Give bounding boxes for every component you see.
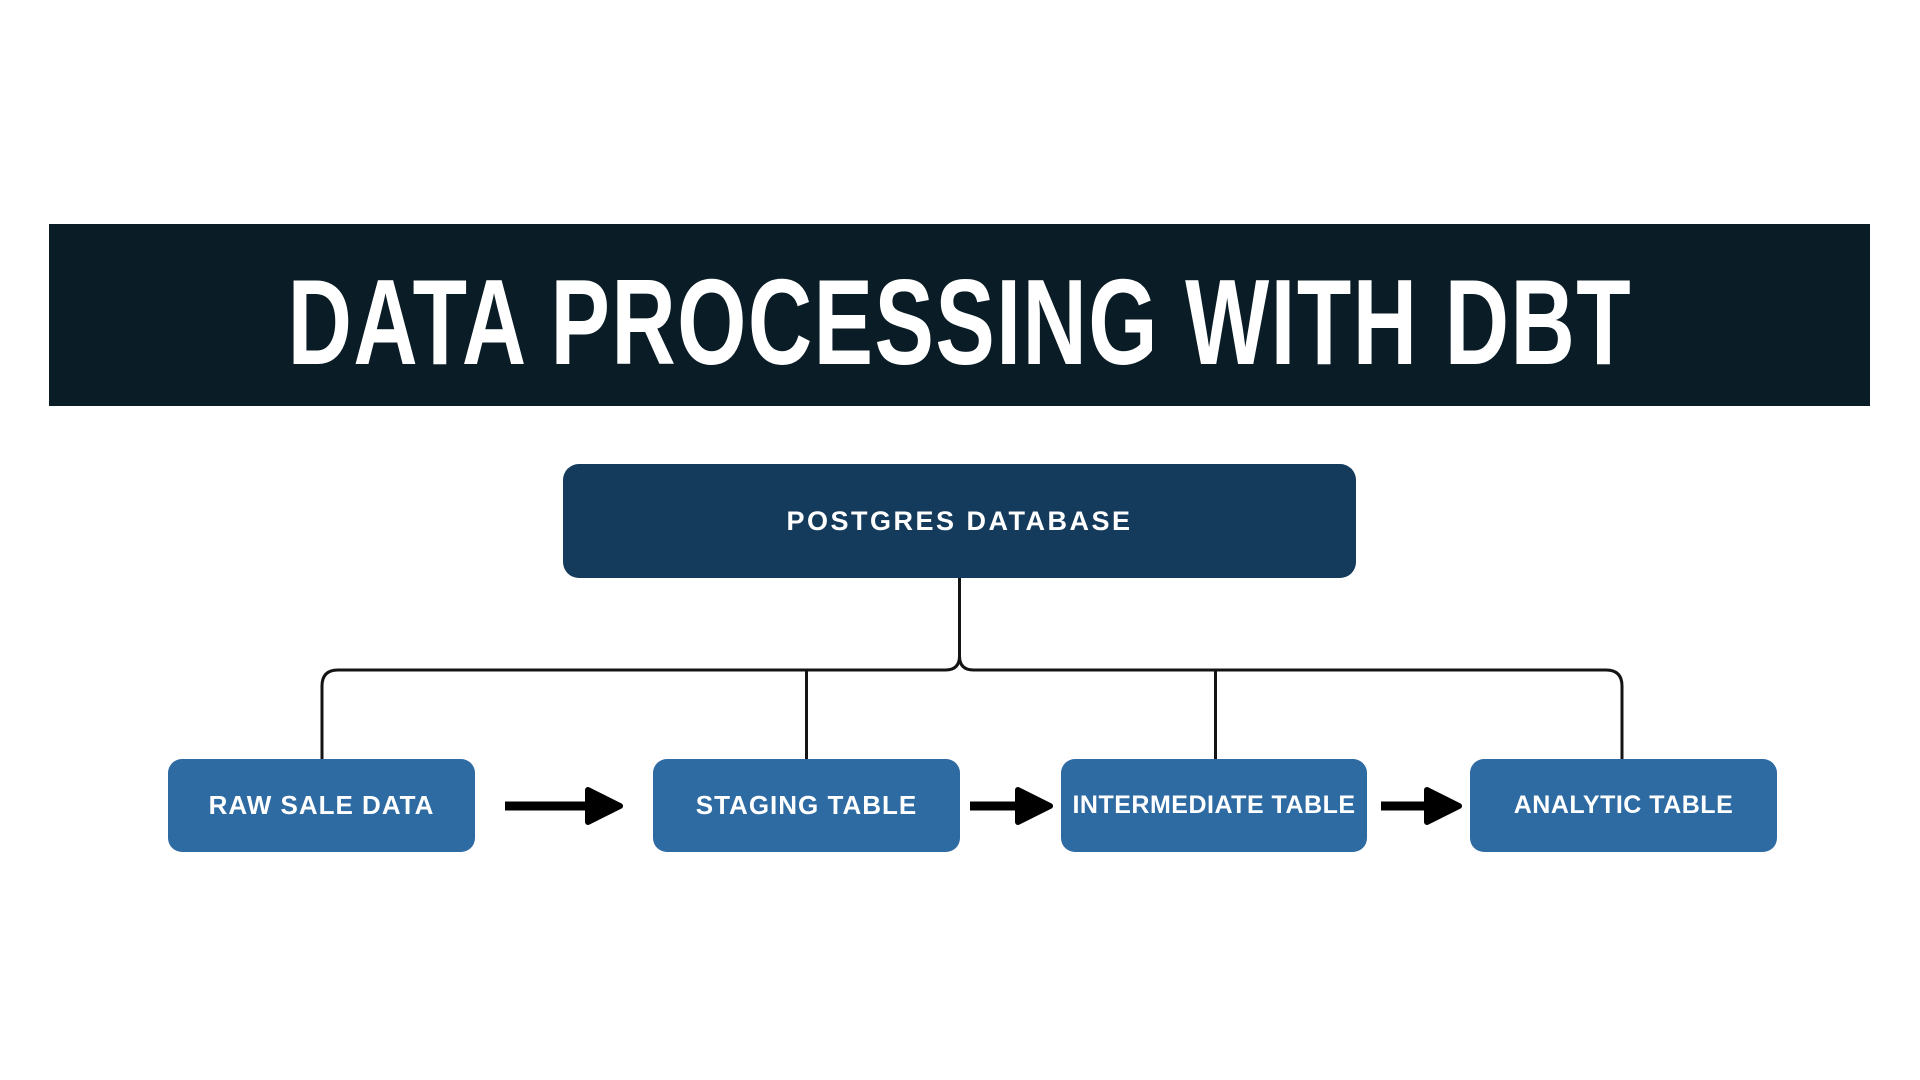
node-label: INTERMEDIATE TABLE [1072,791,1356,819]
right-arrow-icon [1381,787,1462,825]
tree-connectors [320,572,1624,762]
connector-db-to-raw [320,572,961,762]
node-label: STAGING TABLE [695,790,918,820]
node-label: ANALYTIC TABLE [1513,791,1734,819]
node-postgres-database: POSTGRES DATABASE [563,464,1356,578]
right-arrow-icon [970,787,1053,825]
connector-db-to-analytic [958,572,1624,762]
node-intermediate-table: INTERMEDIATE TABLE [1061,759,1367,852]
right-arrow-icon [505,787,623,825]
node-analytic-table: ANALYTIC TABLE [1470,759,1777,852]
node-staging-table: STAGING TABLE [653,759,960,852]
title-banner: DATA PROCESSING WITH DBT [49,224,1870,406]
node-raw-sale-data: RAW SALE DATA [168,759,475,852]
node-label: RAW SALE DATA [208,790,435,820]
node-label: POSTGRES DATABASE [786,505,1133,536]
page-title: DATA PROCESSING WITH DBT [287,254,1632,390]
